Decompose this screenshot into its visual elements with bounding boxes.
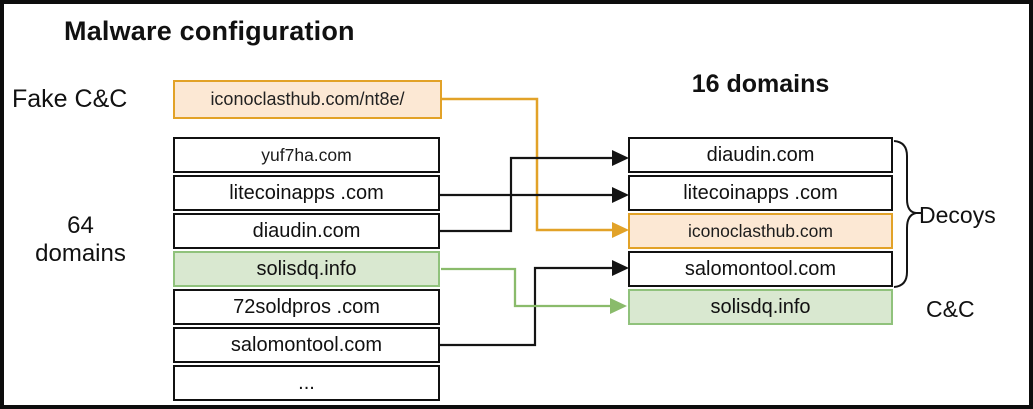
domain-cell: yuf7ha.com [173,137,440,173]
cc-label: C&C [926,296,975,322]
domain-cell: ... [173,365,440,401]
left-count-number: 64 [67,212,94,239]
domain-cell: iconoclasthub.com [628,213,893,249]
domain-cell: litecoinapps .com [628,175,893,211]
domain-cell: solisdq.info [173,251,440,287]
domain-cell: salomontool.com [628,251,893,287]
arrowhead-salomontool [612,260,629,276]
domain-cell: diaudin.com [628,137,893,173]
left-count-label: 64 domains [18,212,143,268]
domain-cell: litecoinapps .com [173,175,440,211]
arrowhead-litecoinapps [612,187,629,203]
fake-cc-domain: iconoclasthub.com/nt8e/ [210,89,405,109]
domain-cell: diaudin.com [173,213,440,249]
arrowhead-iconoclasthub [612,222,629,238]
arrow-diaudin [440,156,613,233]
decoys-label: Decoys [919,202,996,228]
domain-cell: salomontool.com [173,327,440,363]
fake-cc-label: Fake C&C [12,85,128,113]
arrowhead-solisdq [610,298,627,314]
arrow-solisdq [441,267,611,308]
arrowhead-diaudin [612,150,629,166]
left-count-word: domains [35,240,126,267]
domain-cell: solisdq.info [628,289,893,325]
arrow-fakecc-to-iconoclasthub [442,97,613,232]
right-count-label: 16 domains [691,70,830,98]
decoys-brace [893,140,917,288]
page-title: Malware configuration [64,16,355,46]
domain-cell: 72soldpros .com [173,289,440,325]
fake-cc-box: iconoclasthub.com/nt8e/ [173,80,442,119]
arrow-salomontool [440,266,613,347]
